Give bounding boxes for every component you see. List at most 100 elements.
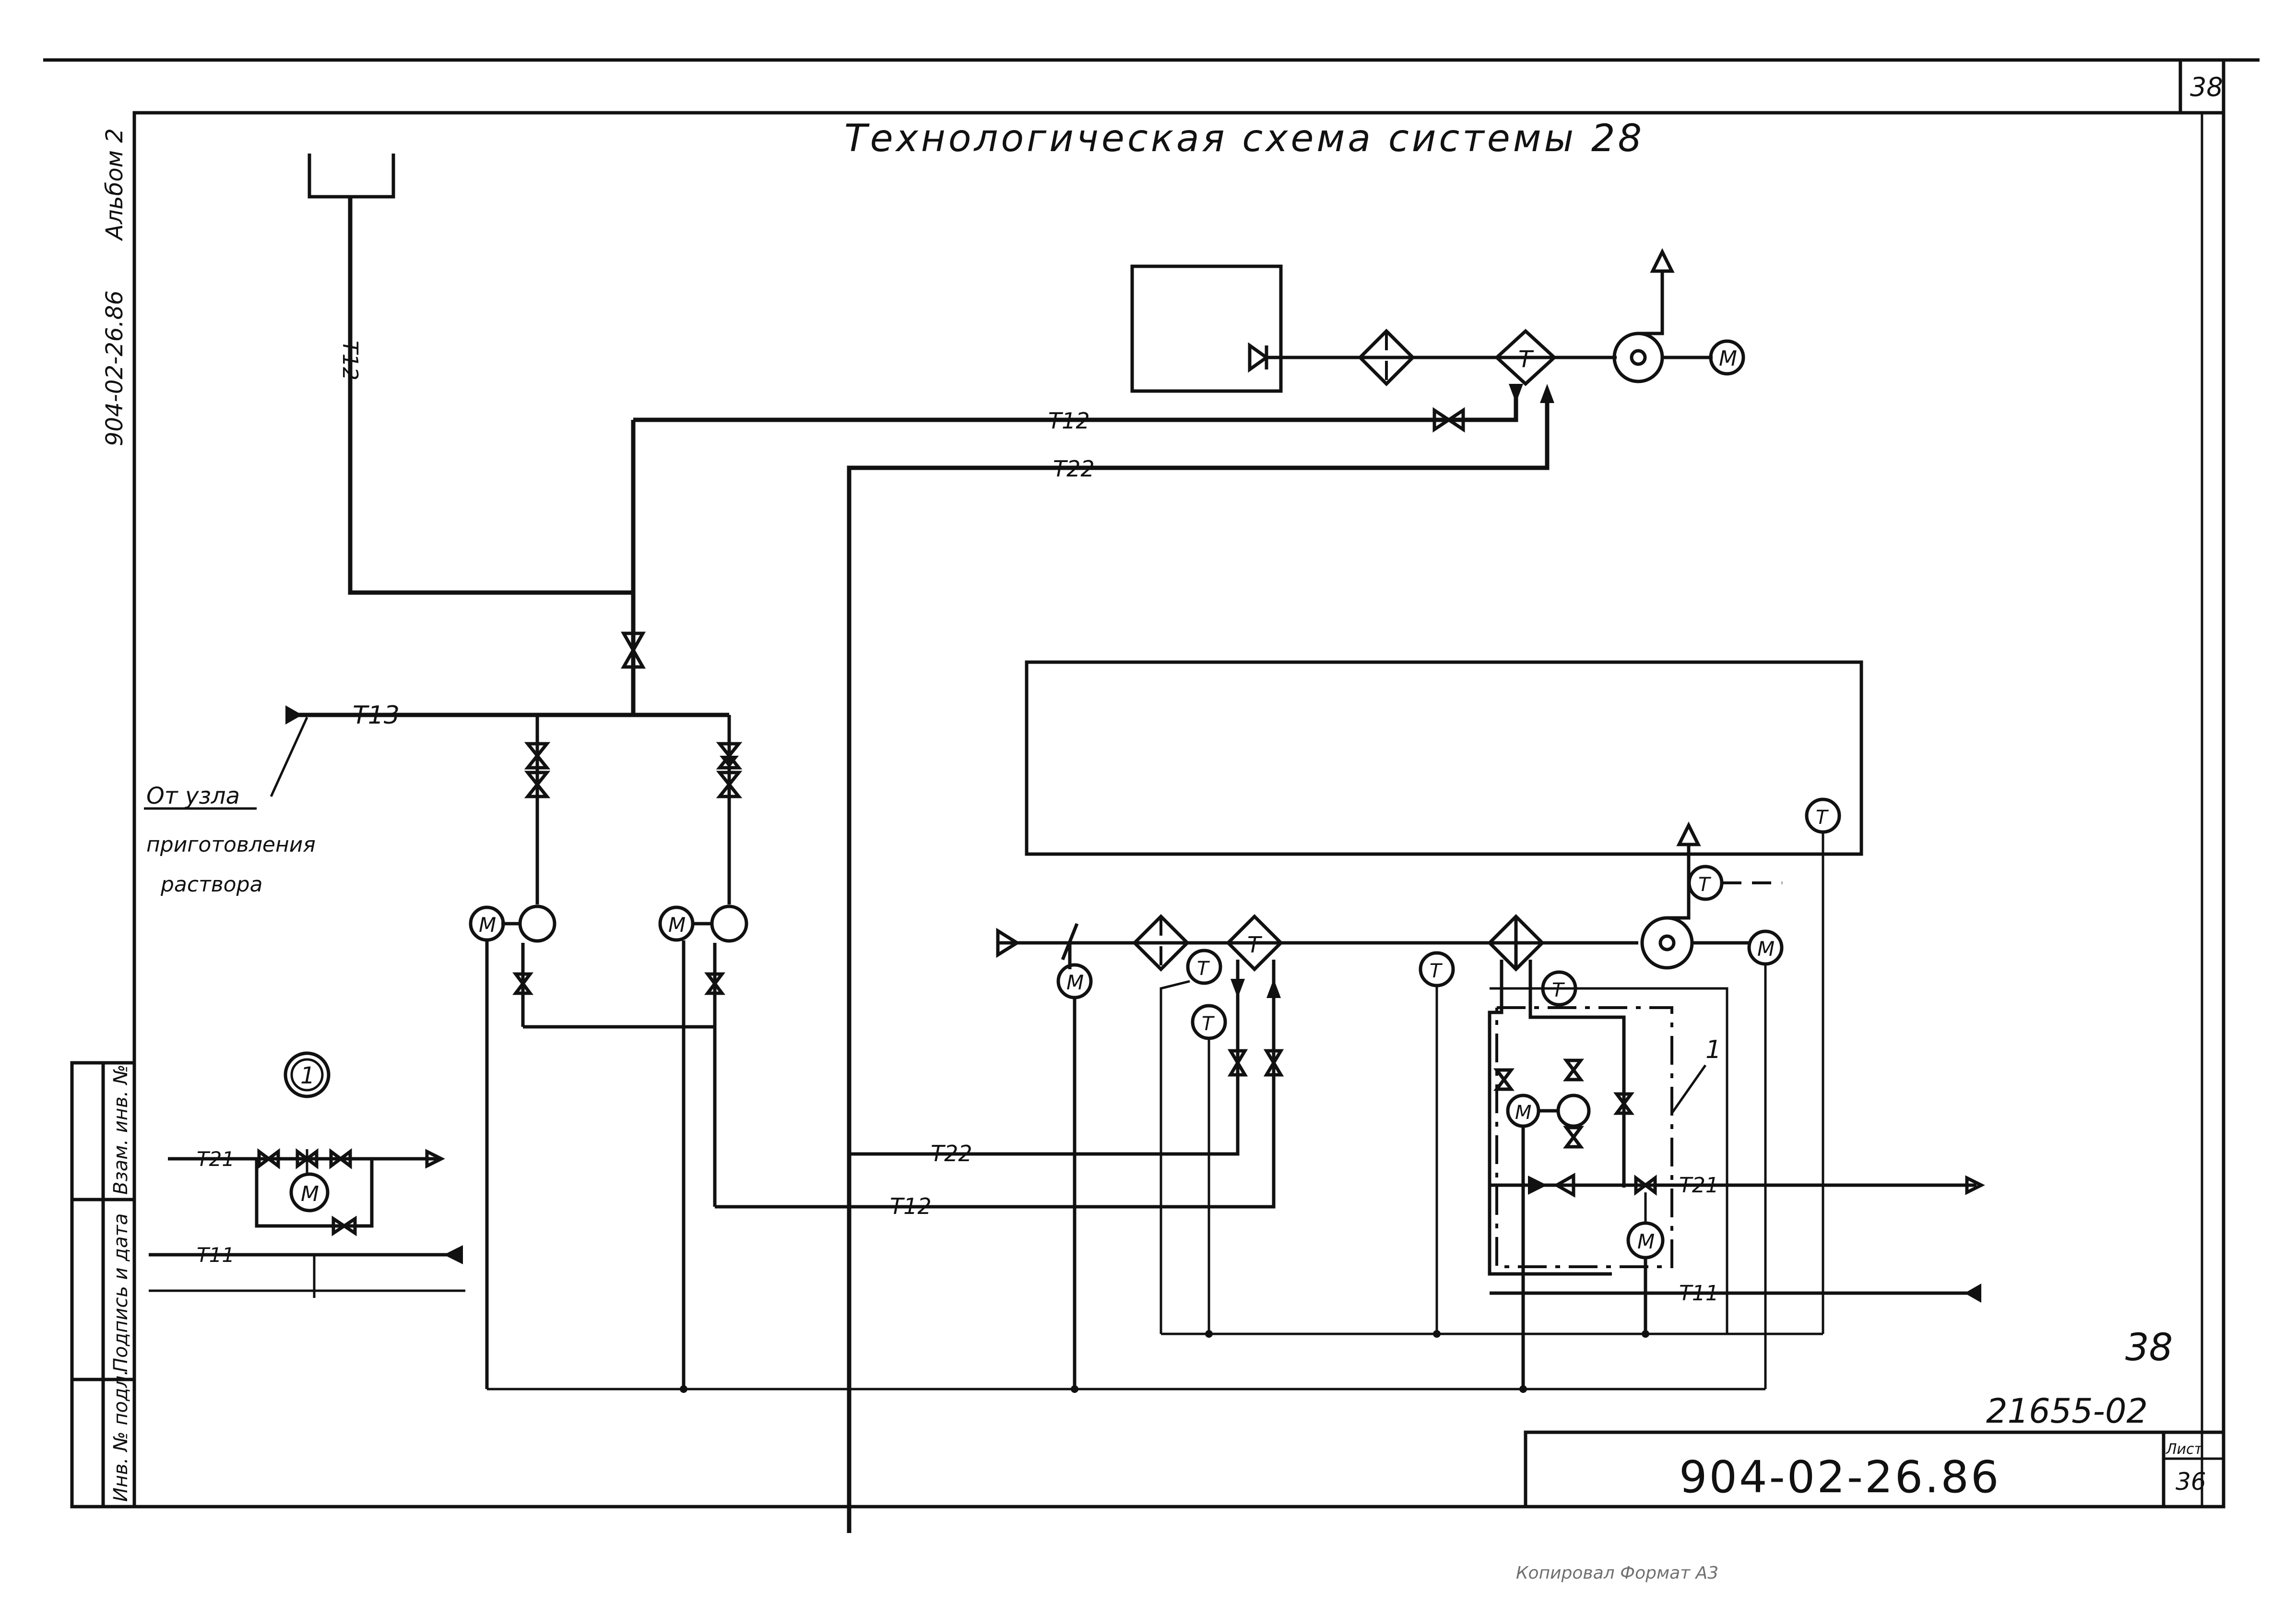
top-motor-icon — [1709, 339, 1745, 376]
top-filter-icon — [1358, 329, 1415, 386]
damper-motor-icon — [1056, 963, 1093, 999]
thermometer-icon-6 — [1805, 797, 1841, 834]
pump-left-motor-label: M — [479, 913, 496, 937]
detail-label-t11: T11 — [197, 1243, 235, 1267]
pipe-t22-upper — [847, 393, 1550, 1533]
circ-valve-3 — [1613, 1092, 1634, 1115]
node-detail-number: 1 — [300, 1062, 315, 1089]
top-exhaust-arrow-icon — [1650, 248, 1675, 273]
lower-heater-t-label: T — [1247, 932, 1263, 958]
circ-valve-4 — [1563, 1126, 1584, 1149]
side-doc-code: 904-02-26.86 — [101, 290, 128, 446]
node-detail-marker — [284, 1051, 331, 1098]
stamp-column — [70, 1061, 136, 1509]
pipe-t12-from-tank — [348, 197, 633, 595]
main-air-chamber — [1025, 660, 1863, 856]
lower-damper — [1061, 923, 1079, 961]
pipe-label-t22-lower: T22 — [931, 1141, 972, 1166]
source-label-line1: От узла — [146, 783, 240, 809]
lower-fan-motor-icon — [1747, 929, 1784, 966]
drawing-frame — [43, 58, 2260, 1509]
pump-branch-right — [658, 715, 748, 1389]
thermometer-3-label: T — [1430, 960, 1443, 982]
top-air-chamber — [1130, 264, 1283, 393]
lower-fan-motor-label: M — [1757, 937, 1775, 961]
callout-leader — [1670, 1064, 1707, 1114]
circulation-loop — [1488, 960, 1612, 1276]
pipe-label-t12-upper: T12 — [1048, 408, 1090, 434]
thermometer-icon-3 — [1419, 951, 1455, 987]
source-label-line2: приготовления — [146, 832, 316, 857]
cooler-icon — [1487, 914, 1545, 972]
detail-bypass-valve — [331, 1215, 357, 1237]
footer-note: Копировал Формат А3 — [1516, 1563, 1718, 1583]
lower-exhaust-arrow-icon — [1676, 821, 1701, 846]
pipe-label-t21-right: T21 — [1679, 1173, 1719, 1198]
top-fan-icon — [1612, 312, 1664, 383]
sheet-corner-number: 38 — [2190, 72, 2223, 102]
detail-label-t21: T21 — [197, 1147, 235, 1171]
source-label-line3: раствора — [160, 872, 262, 897]
thermometer-icon-5 — [1687, 865, 1724, 901]
lower-filter-icon — [1132, 914, 1190, 972]
lower-supply-arrow-icon — [1231, 979, 1245, 998]
node-boundary — [1495, 1006, 1673, 1268]
circ-valve-1 — [1493, 1068, 1515, 1091]
lower-return-arrow-icon — [1266, 979, 1281, 998]
thermometer-5-label: T — [1698, 874, 1712, 896]
thermometer-1-label: T — [1197, 958, 1210, 980]
thermometer-6-label: T — [1816, 807, 1829, 829]
lower-air-intake-icon — [996, 927, 1020, 958]
stamp-field-original: Инв. № подл. — [110, 1369, 132, 1502]
side-album: Альбом 2 — [101, 128, 128, 241]
drawing-title: Технологическая схема системы 28 — [844, 117, 1645, 160]
pipe-label-t22-upper: T22 — [1053, 456, 1095, 482]
pipe-label-t11-right: T11 — [1679, 1281, 1719, 1306]
source-leader — [270, 716, 308, 797]
title-block — [1524, 1430, 2225, 1509]
thermometer-2-label: T — [1202, 1013, 1215, 1035]
thermometer-icon-2 — [1191, 1004, 1227, 1040]
valve-lower-2 — [1263, 1049, 1284, 1077]
top-valve-t12 — [1432, 407, 1465, 433]
pipe-t12-lower — [715, 960, 1276, 1209]
detail-motor-icon — [289, 1172, 330, 1213]
stamp-field-replace: Взам. инв. № — [110, 1064, 132, 1195]
pump-right-motor-label: M — [668, 913, 686, 937]
callout-label: 1 — [1705, 1035, 1721, 1064]
pipe-label-t13: T13 — [353, 701, 400, 730]
pump-branch-left — [469, 715, 556, 1389]
top-heater-t-label: T — [1518, 346, 1534, 373]
t11-inlet-arrow-icon — [1965, 1284, 1981, 1303]
handwritten-code: 21655-02 — [1986, 1391, 2148, 1431]
top-air-intake-icon — [1248, 342, 1270, 373]
side-margin: 904-02-26.86 Альбом 2 — [101, 128, 128, 446]
damper-motor-label: M — [1066, 971, 1084, 994]
pipe-t22-lower — [849, 960, 1240, 1156]
top-motor-label: M — [1719, 346, 1737, 371]
thermometer-4-label: T — [1552, 979, 1565, 1001]
detail-inlet-arrow-icon — [444, 1245, 463, 1264]
handwritten-page: 38 — [2125, 1326, 2173, 1369]
stamp-field-signature: Подпись и дата — [110, 1213, 132, 1372]
pipe-label-t12-lower: T12 — [890, 1193, 932, 1219]
circ-valve-2 — [1563, 1058, 1584, 1082]
top-tank — [308, 154, 395, 199]
t21-valve-motor-label: M — [1637, 1230, 1655, 1253]
t21-outlet-arrow-icon — [1965, 1175, 1985, 1195]
top-heat-exchanger-icon: T — [1494, 329, 1557, 386]
circ-pump-icon — [1556, 1094, 1591, 1128]
circ-pump-motor-label: M — [1515, 1102, 1532, 1124]
lower-heater-icon: T — [1226, 914, 1283, 972]
title-block-list-number: 36 — [2176, 1468, 2206, 1496]
valve-lower-1 — [1227, 1049, 1248, 1077]
thermometer-icon-1 — [1186, 949, 1222, 985]
lower-fan-icon — [1640, 844, 1694, 970]
top-return-arrow-icon — [1540, 384, 1554, 403]
title-block-list-label: Лист — [2166, 1441, 2203, 1458]
pipe-label-t12-vertical: T12 — [338, 341, 362, 380]
title-block-code: 904-02-26.86 — [1679, 1451, 2000, 1503]
detail-outlet-arrow-icon — [425, 1149, 445, 1169]
gate-valve-riser — [620, 631, 646, 669]
